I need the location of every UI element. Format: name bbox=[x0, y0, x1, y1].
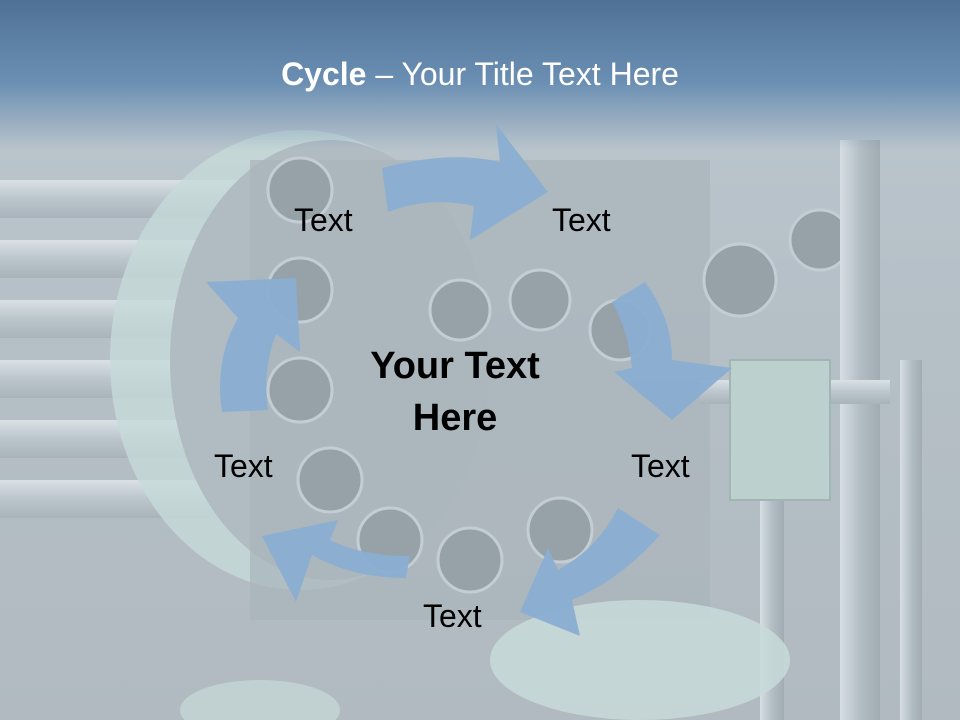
cycle-arrow-4 bbox=[262, 520, 410, 602]
cycle-label-right: Text bbox=[631, 448, 690, 484]
cycle-arrow-3 bbox=[520, 508, 660, 636]
cycle-label-top-left: Text bbox=[294, 202, 353, 238]
title-bar bbox=[0, 0, 960, 150]
cycle-label-left: Text bbox=[214, 448, 273, 484]
cycle-label-bottom: Text bbox=[423, 598, 482, 634]
title-bold-word: Cycle bbox=[281, 56, 367, 92]
slide-title: Cycle – Your Title Text Here bbox=[0, 52, 960, 96]
center-text-line-1: Your Text bbox=[370, 345, 540, 387]
center-text: Your Text Here bbox=[320, 340, 590, 444]
title-rest: – Your Title Text Here bbox=[366, 56, 679, 92]
cycle-label-top-right: Text bbox=[552, 202, 611, 238]
center-text-line-2: Here bbox=[412, 397, 498, 439]
cycle-arrow-1 bbox=[382, 124, 548, 240]
cycle-arrow-2 bbox=[612, 282, 732, 420]
cycle-arrow-5 bbox=[206, 278, 300, 412]
